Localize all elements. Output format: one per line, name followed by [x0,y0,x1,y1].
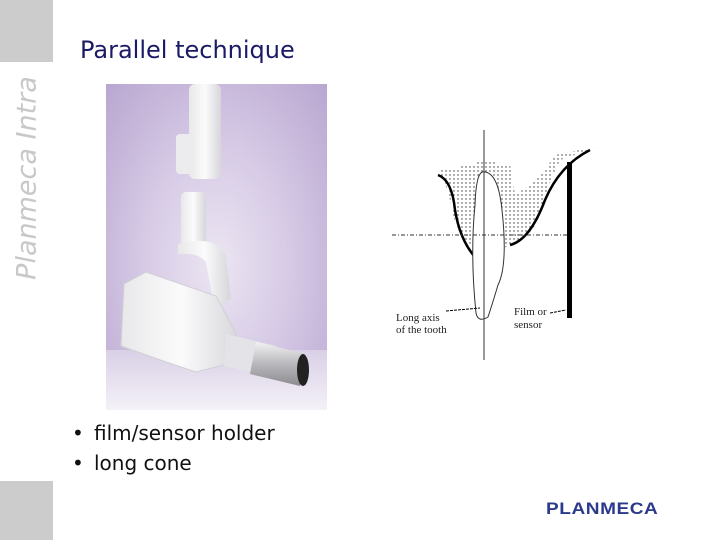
bullet-item: film/sensor holder [72,418,275,448]
xray-unit-photo [106,84,327,410]
xray-unit-icon [120,84,309,386]
planmeca-logo: PLANMECA [546,499,659,518]
film-label-2: sensor [514,319,542,331]
side-block-top [0,0,53,62]
bullet-item: long cone [72,448,275,478]
bullet-list: film/sensor holder long cone [72,418,275,478]
side-block-bottom [0,481,53,540]
film-label-1: Film or [514,306,547,318]
slide-title: Parallel technique [80,36,295,64]
long-axis-label-1: Long axis [396,312,440,324]
long-axis-label-2: of the tooth [396,324,447,336]
side-label: Planmeca Intra [11,76,43,280]
parallel-technique-diagram: Long axis of the tooth Film or sensor [392,130,598,360]
